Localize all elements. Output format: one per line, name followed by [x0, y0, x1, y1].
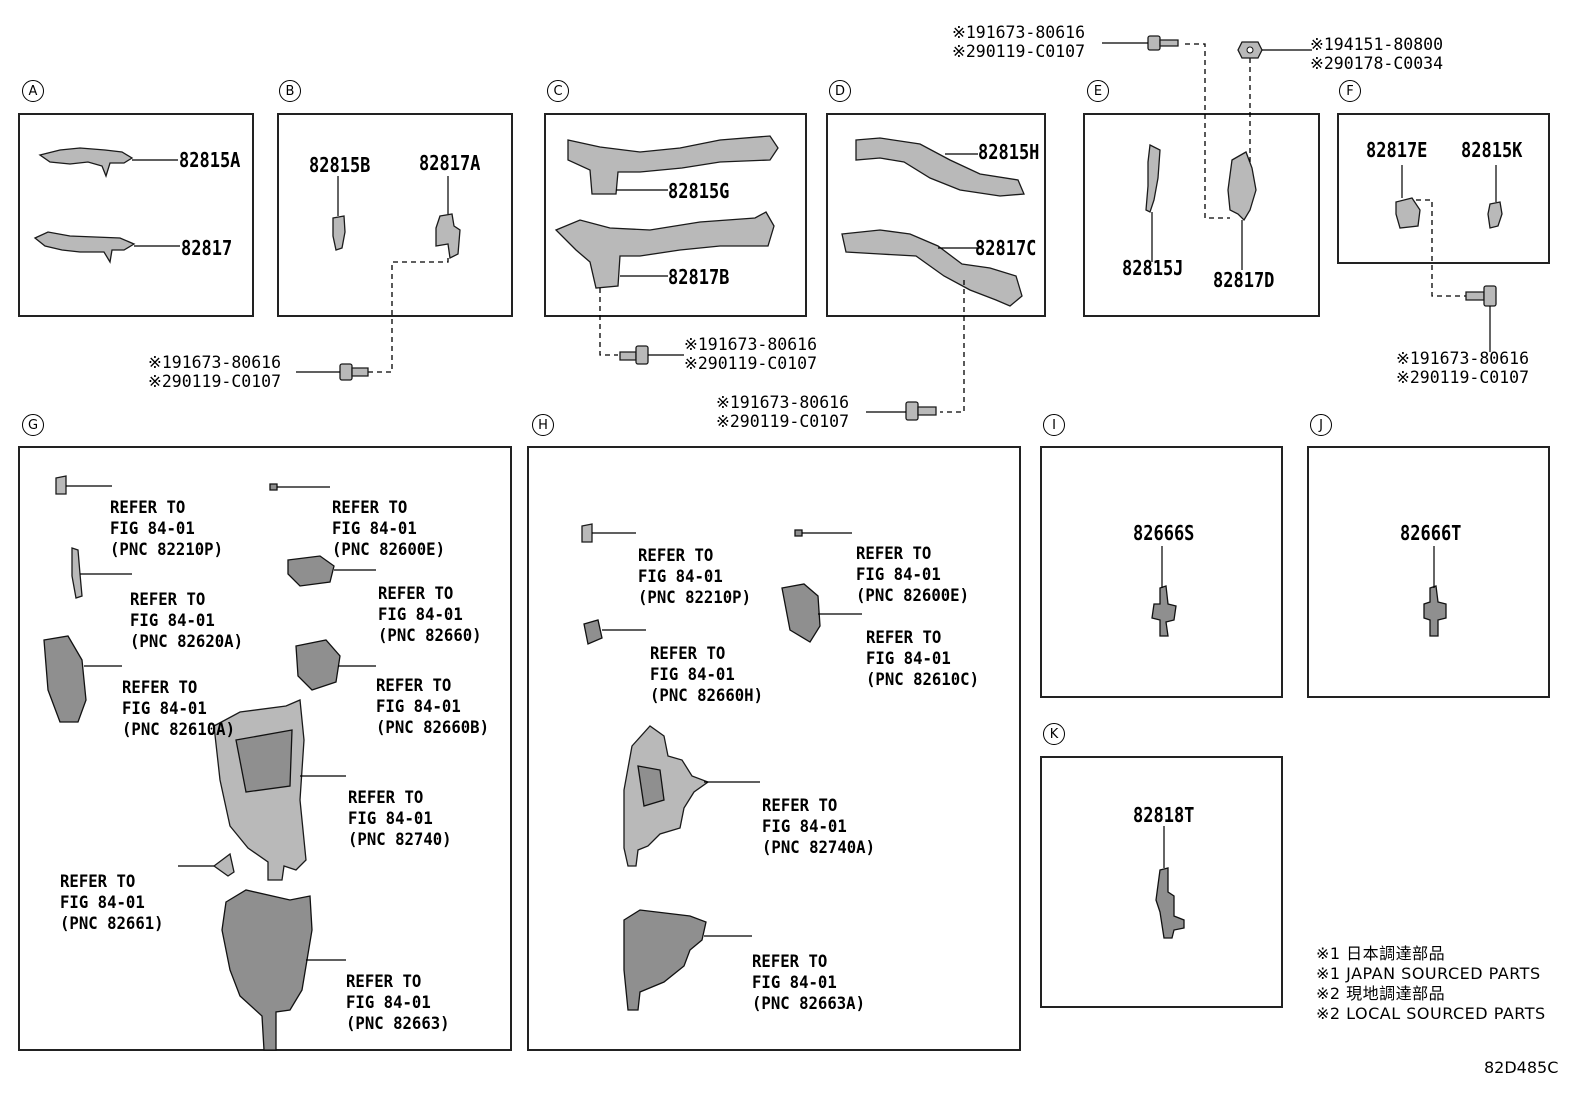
screw-top-glyph — [1147, 35, 1179, 51]
section-letter-b: B — [279, 80, 301, 102]
section-letter-d: D — [829, 80, 851, 102]
part-82817c-shape — [841, 229, 1023, 307]
pn-82817c: 82817C — [975, 236, 1037, 260]
pn-82666s: 82666S — [1133, 521, 1195, 545]
section-f-frame — [1337, 113, 1550, 264]
pn-82815j: 82815J — [1122, 256, 1184, 280]
part-82817e-shape — [1395, 197, 1421, 229]
pn-82817a: 82817A — [419, 151, 481, 175]
screw-b-label: ※191673-80616※290119-C0107 — [148, 353, 282, 391]
part-82817b-shape — [554, 211, 775, 289]
legend-line-1: ※1 日本調達部品 — [1316, 944, 1446, 963]
part-82815k-shape — [1487, 201, 1503, 229]
pn-82817: 82817 — [181, 236, 233, 260]
pn-82815b: 82815B — [309, 153, 371, 177]
part-82817-shape — [33, 231, 136, 264]
section-letter-g: G — [22, 414, 44, 436]
screw-d-label: ※191673-80616※290119-C0107 — [716, 393, 850, 431]
screw-f-glyph — [1465, 285, 1497, 307]
part-82815h-shape — [855, 137, 1025, 197]
screw-d-glyph — [905, 401, 937, 421]
part-82815b-shape — [332, 215, 346, 251]
diagram-code: 82D485C — [1484, 1058, 1559, 1077]
screw-f-label: ※191673-80616※290119-C0107 — [1396, 349, 1530, 387]
part-82815g-shape — [567, 135, 779, 195]
pn-82817d: 82817D — [1213, 268, 1275, 292]
legend-line-4: ※2 LOCAL SOURCED PARTS — [1316, 1004, 1546, 1023]
pn-82815h: 82815H — [978, 140, 1040, 164]
legend-line-2: ※1 JAPAN SOURCED PARTS — [1316, 964, 1541, 983]
screw-c-label: ※191673-80616※290119-C0107 — [684, 335, 818, 373]
pn-82666t: 82666T — [1400, 521, 1462, 545]
legend-line-3: ※2 現地調達部品 — [1316, 984, 1446, 1003]
part-82815j-shape — [1145, 144, 1161, 213]
part-82666t-shape — [1423, 585, 1447, 637]
pn-82817e: 82817E — [1366, 138, 1428, 162]
section-a-frame — [18, 113, 254, 317]
part-82817d-shape — [1227, 151, 1257, 222]
pn-82815a: 82815A — [179, 148, 241, 172]
section-letter-k: K — [1043, 723, 1065, 745]
section-letter-j: J — [1310, 414, 1332, 436]
pn-82817b: 82817B — [668, 265, 730, 289]
nut-top-label: ※194151-80800※290178-C0034 — [1310, 35, 1444, 73]
section-h-frame — [527, 446, 1021, 1051]
screw-b-glyph — [339, 363, 369, 381]
part-82817a-shape — [435, 213, 461, 259]
section-b-frame — [277, 113, 513, 317]
section-letter-a: A — [22, 80, 44, 102]
section-e-frame — [1083, 113, 1320, 317]
section-letter-e: E — [1087, 80, 1109, 102]
section-letter-f: F — [1339, 80, 1361, 102]
section-letter-i: I — [1043, 414, 1065, 436]
part-82818t-shape — [1155, 867, 1185, 939]
part-82666s-shape — [1151, 585, 1177, 637]
legend: ※1 日本調達部品 ※1 JAPAN SOURCED PARTS ※2 現地調達… — [1316, 944, 1546, 1024]
screw-c-glyph — [619, 345, 649, 365]
screw-top-label: ※191673-80616※290119-C0107 — [952, 23, 1086, 61]
section-letter-c: C — [547, 80, 569, 102]
part-82815a-shape — [38, 147, 134, 178]
section-j-frame — [1307, 446, 1550, 698]
pn-82818t: 82818T — [1133, 803, 1195, 827]
section-letter-h: H — [532, 414, 554, 436]
pn-82815g: 82815G — [668, 179, 730, 203]
pn-82815k: 82815K — [1461, 138, 1523, 162]
nut-top-glyph — [1237, 41, 1263, 59]
